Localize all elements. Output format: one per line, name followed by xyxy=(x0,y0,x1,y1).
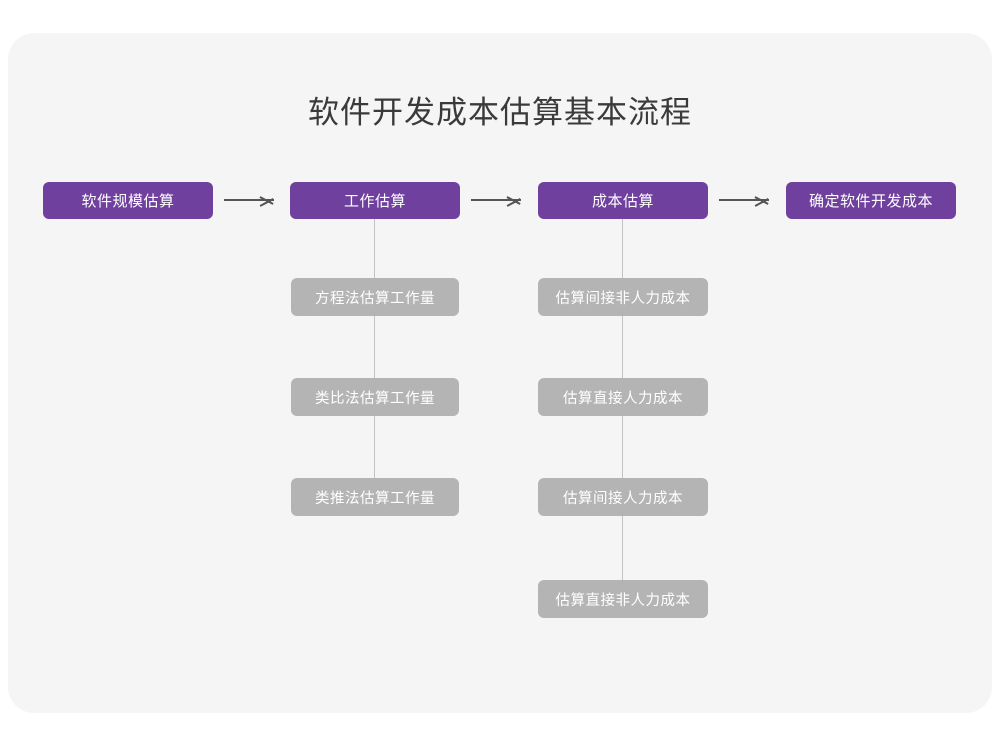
flow-node-software-scale-estimation[interactable]: 软件规模估算 xyxy=(43,182,213,219)
arrow-shaft xyxy=(719,199,769,201)
long-right-arrow-icon xyxy=(224,188,282,212)
connector-line-branch2-seg1 xyxy=(622,219,624,278)
arrow-head xyxy=(260,192,273,209)
arrow-shaft xyxy=(471,199,521,201)
long-right-arrow-icon-3 xyxy=(719,188,777,212)
connector-line-branch2-seg4 xyxy=(622,516,624,580)
flow-node-cost-estimation[interactable]: 成本估算 xyxy=(538,182,708,219)
connector-line-branch1-seg2 xyxy=(374,316,376,378)
sub-node-indirect-non-labor-cost[interactable]: 估算间接非人力成本 xyxy=(538,278,708,316)
long-right-arrow-icon-2 xyxy=(471,188,529,212)
sub-node-analogy-method-workload[interactable]: 类比法估算工作量 xyxy=(291,378,459,416)
sub-node-equation-method-workload[interactable]: 方程法估算工作量 xyxy=(291,278,459,316)
connector-line-branch2-seg2 xyxy=(622,316,624,378)
connector-line-branch2-seg3 xyxy=(622,416,624,478)
arrow-head xyxy=(507,192,520,209)
sub-node-direct-non-labor-cost[interactable]: 估算直接非人力成本 xyxy=(538,580,708,618)
page-title: 软件开发成本估算基本流程 xyxy=(308,95,692,130)
flow-node-work-estimation[interactable]: 工作估算 xyxy=(290,182,460,219)
arrow-head xyxy=(755,192,768,209)
sub-node-indirect-labor-cost[interactable]: 估算间接人力成本 xyxy=(538,478,708,516)
sub-node-direct-labor-cost[interactable]: 估算直接人力成本 xyxy=(538,378,708,416)
diagram-card xyxy=(8,33,992,713)
flow-node-determine-development-cost[interactable]: 确定软件开发成本 xyxy=(786,182,956,219)
sub-node-inference-method-workload[interactable]: 类推法估算工作量 xyxy=(291,478,459,516)
arrow-shaft xyxy=(224,199,274,201)
connector-line-branch1-seg3 xyxy=(374,416,376,478)
connector-line-branch1-seg1 xyxy=(374,219,376,278)
